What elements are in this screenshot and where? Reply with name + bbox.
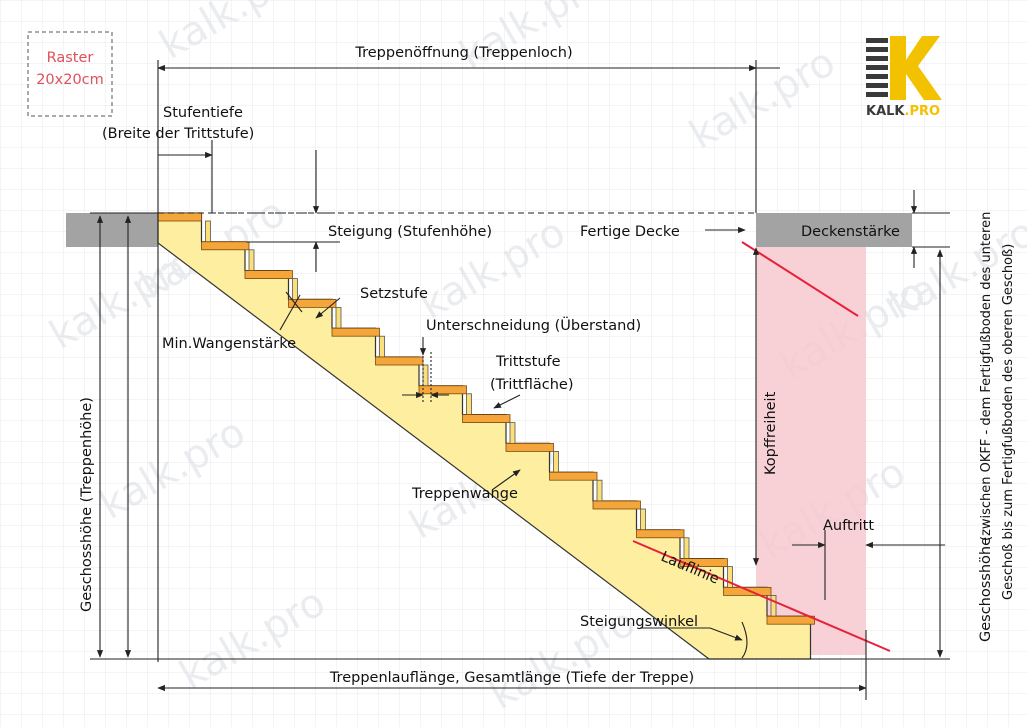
run-length-label: Treppenlauflänge, Gesamtlänge (Tiefe der… bbox=[329, 670, 694, 686]
riser-label: Setzstufe bbox=[360, 286, 428, 302]
tread-board bbox=[505, 442, 554, 452]
riser-board bbox=[553, 450, 559, 473]
walkline-line bbox=[632, 540, 891, 652]
dimension-lines bbox=[90, 60, 950, 700]
undercut-label: Unterschneidung (Überstand) bbox=[426, 316, 641, 334]
upper-floor-slab bbox=[66, 213, 158, 247]
raster-label-1: Raster bbox=[47, 50, 94, 66]
going-label: Auftritt bbox=[823, 518, 874, 534]
tread-board bbox=[462, 414, 511, 424]
riser-board bbox=[248, 249, 255, 272]
tread-board bbox=[288, 298, 337, 308]
tread-board bbox=[418, 385, 467, 395]
ceiling-slab bbox=[756, 213, 912, 247]
tread-board bbox=[636, 529, 685, 539]
finished-floor-label: Fertige Decke bbox=[580, 224, 680, 240]
rise-label: Steigung (Stufenhöhe) bbox=[328, 224, 492, 240]
walkline-head-line bbox=[741, 241, 859, 317]
opening-label: Treppenöffnung (Treppenloch) bbox=[354, 45, 572, 61]
riser-board bbox=[379, 335, 385, 358]
riser-board bbox=[596, 479, 603, 502]
tread-board bbox=[679, 558, 728, 567]
raster-box bbox=[27, 31, 113, 117]
tread-board bbox=[375, 356, 424, 366]
tread-depth-label-1: Stufentiefe bbox=[163, 105, 243, 121]
tread-board bbox=[331, 327, 380, 337]
tread-board bbox=[723, 587, 772, 596]
kalk-logo: KALK.PRO bbox=[866, 36, 942, 119]
tread-board bbox=[766, 615, 815, 625]
riser-board bbox=[335, 306, 342, 329]
riser-board bbox=[683, 537, 690, 559]
riser-board bbox=[770, 595, 777, 617]
riser-board bbox=[292, 278, 298, 300]
tread-board bbox=[592, 500, 641, 510]
tread-label-1: Trittstufe bbox=[495, 354, 561, 370]
tread-board bbox=[549, 471, 598, 481]
headroom-zone bbox=[756, 245, 866, 655]
steps-group bbox=[157, 212, 815, 625]
logo-text: KALK.PRO bbox=[866, 104, 940, 119]
logo-k-icon bbox=[890, 36, 942, 100]
stringer-min-label: Min.Wangenstärke bbox=[162, 336, 296, 352]
stair-height-label: Geschosshöhe (Treppenhöhe) bbox=[79, 397, 95, 612]
tread-board bbox=[157, 212, 202, 222]
tread-board bbox=[201, 241, 250, 251]
storey-note-1: (zwischen OKFF - dem Fertigfußboden des … bbox=[979, 212, 994, 541]
raster-label-2: 20x20cm bbox=[36, 72, 104, 88]
storey-height-label: Geschosshöhe bbox=[978, 537, 994, 642]
headroom-label: Kopffreiheit bbox=[763, 391, 779, 475]
riser-board bbox=[422, 364, 429, 387]
riser-board bbox=[205, 220, 211, 243]
angle-label: Steigungswinkel bbox=[580, 614, 698, 630]
tread-label-2: (Trittfläche) bbox=[490, 377, 574, 393]
riser-board bbox=[466, 393, 472, 415]
logo-bars-icon bbox=[866, 38, 888, 97]
slab-thickness-label: Deckenstärke bbox=[801, 224, 900, 240]
riser-board bbox=[640, 508, 646, 531]
riser-board bbox=[509, 422, 516, 444]
tread-depth-label-2: (Breite der Trittstufe) bbox=[102, 126, 254, 142]
tread-board bbox=[244, 270, 293, 280]
storey-note-2: Geschoß bis zum Fertigfußboden des obere… bbox=[1001, 244, 1016, 600]
stringer-label: Treppenwange bbox=[411, 486, 518, 502]
